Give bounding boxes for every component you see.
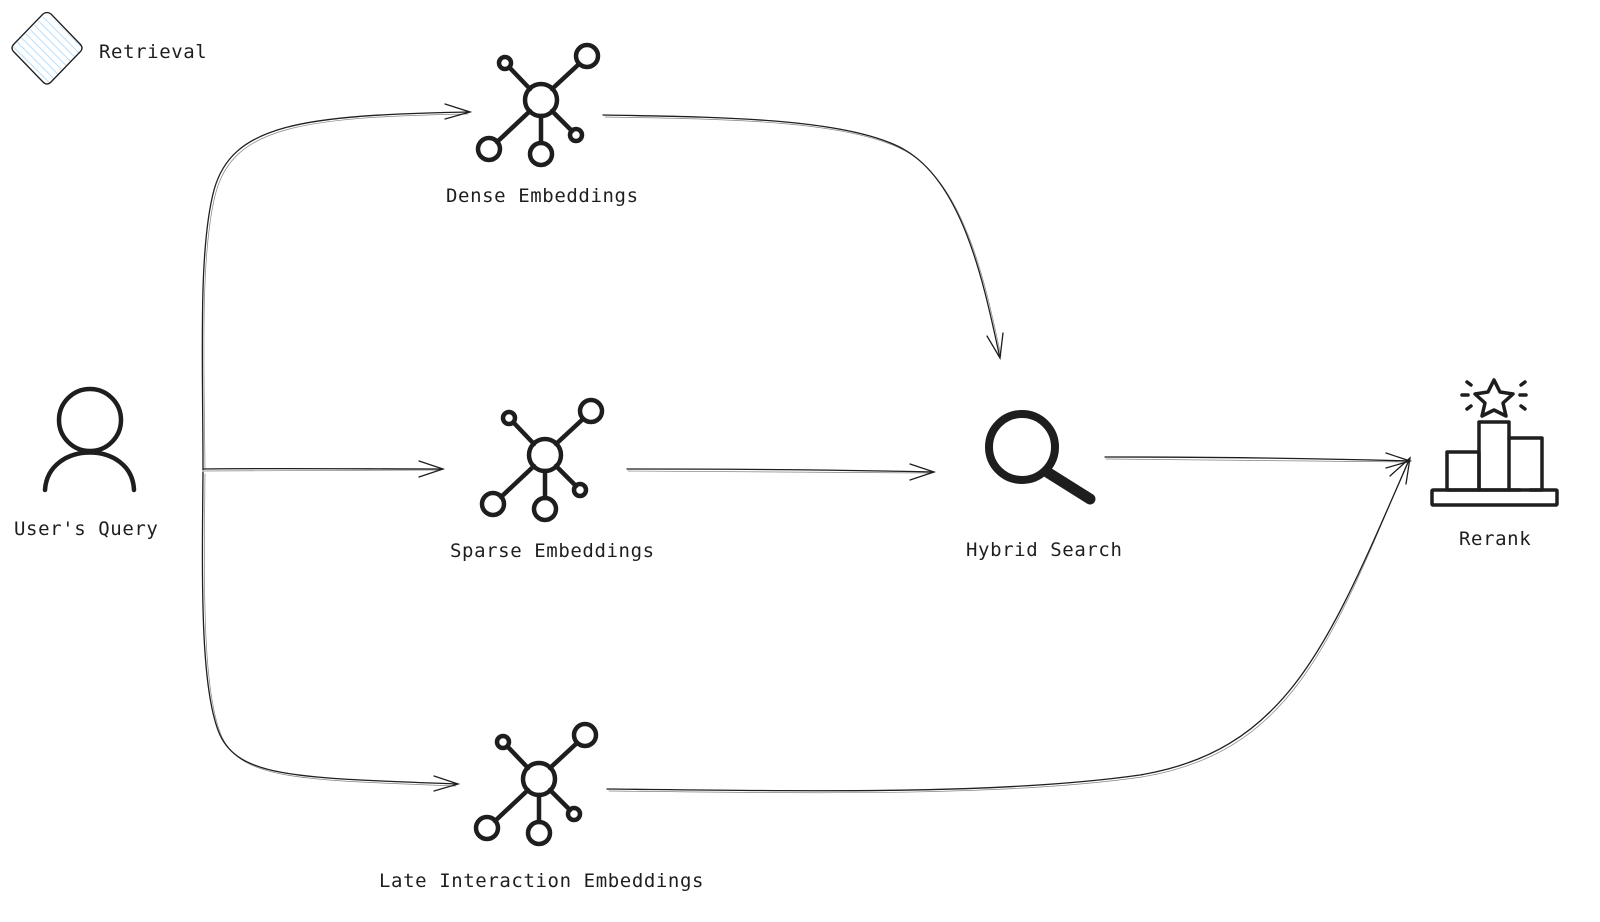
legend-label: Retrieval [99, 41, 208, 63]
search-icon [985, 410, 1096, 505]
edge-sparse-to-hybrid [626, 463, 937, 481]
network-icon [473, 721, 599, 847]
edge-query-to-sparse [202, 460, 446, 478]
edge-query-to-dense [201, 103, 473, 471]
network-icon [475, 42, 601, 168]
node-label-dense-embeddings: Dense Embeddings [446, 185, 639, 207]
node-label-rerank: Rerank [1459, 528, 1532, 550]
edge-query-to-late [201, 471, 461, 792]
node-label-sparse-embeddings: Sparse Embeddings [450, 540, 655, 562]
podium-star-icon [1430, 378, 1559, 507]
network-icon [479, 397, 605, 523]
legend-swatch [11, 11, 83, 85]
edge-hybrid-to-rerank [1104, 452, 1413, 469]
edge-late-to-rerank [606, 456, 1411, 794]
node-label-late-interaction-embeddings: Late Interaction Embeddings [379, 870, 705, 892]
edge-dense-to-hybrid [602, 114, 1004, 360]
user-icon [42, 386, 137, 493]
node-label-hybrid-search: Hybrid Search [966, 539, 1123, 561]
node-label-users-query: User's Query [14, 518, 159, 540]
